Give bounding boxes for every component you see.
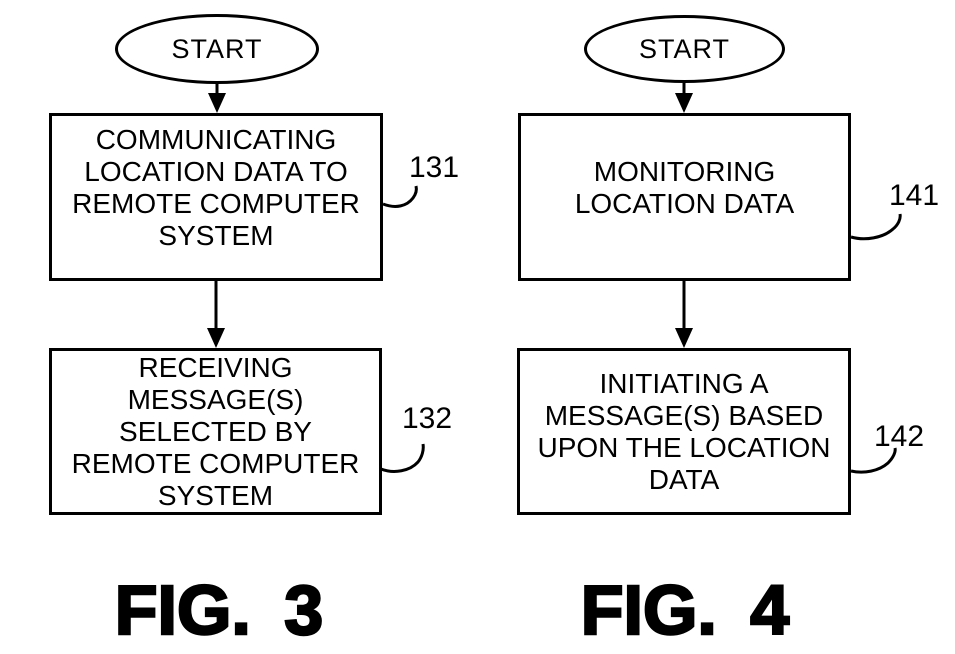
fig4-caption: FIG. 4 xyxy=(580,571,791,649)
ref-number-131: 131 xyxy=(409,151,460,184)
fig3-arrow2-head xyxy=(207,328,225,348)
fig4-start-terminal: START xyxy=(584,15,785,83)
fig4-step1-text: MONITORING LOCATION DATA xyxy=(574,156,795,219)
ref-132-leader-line xyxy=(380,443,425,473)
fig3-step1-text: COMMUNICATING LOCATION DATA TO REMOTE CO… xyxy=(72,124,360,251)
fig3-step2-box: RECEIVING MESSAGE(S) SELECTED BY REMOTE … xyxy=(49,348,382,515)
ref-number-142: 142 xyxy=(874,420,925,453)
fig4-step1-box: MONITORING LOCATION DATA xyxy=(518,113,851,281)
ref-142-leader-line xyxy=(850,447,897,474)
fig3-caption: FIG. 3 xyxy=(114,571,325,649)
fig3-arrow1-head xyxy=(208,93,226,113)
ref-131-leader-line xyxy=(382,185,418,208)
fig4-arrow2-head xyxy=(675,328,693,348)
fig3-start-terminal: START xyxy=(115,14,319,84)
ref-number-132: 132 xyxy=(402,402,453,435)
fig4-step2-text: INITIATING A MESSAGE(S) BASED UPON THE L… xyxy=(537,367,831,495)
fig4-step2-box: INITIATING A MESSAGE(S) BASED UPON THE L… xyxy=(517,348,851,515)
fig3-step1-box: COMMUNICATING LOCATION DATA TO REMOTE CO… xyxy=(49,113,383,281)
fig4-arrow1-head xyxy=(675,93,693,113)
fig3-start-label: START xyxy=(171,33,263,64)
ref-141-leader-line xyxy=(850,213,902,241)
fig4-start-label: START xyxy=(638,33,730,64)
ref-number-141: 141 xyxy=(889,179,940,212)
fig3-step2-text: RECEIVING MESSAGE(S) SELECTED BY REMOTE … xyxy=(71,351,360,511)
